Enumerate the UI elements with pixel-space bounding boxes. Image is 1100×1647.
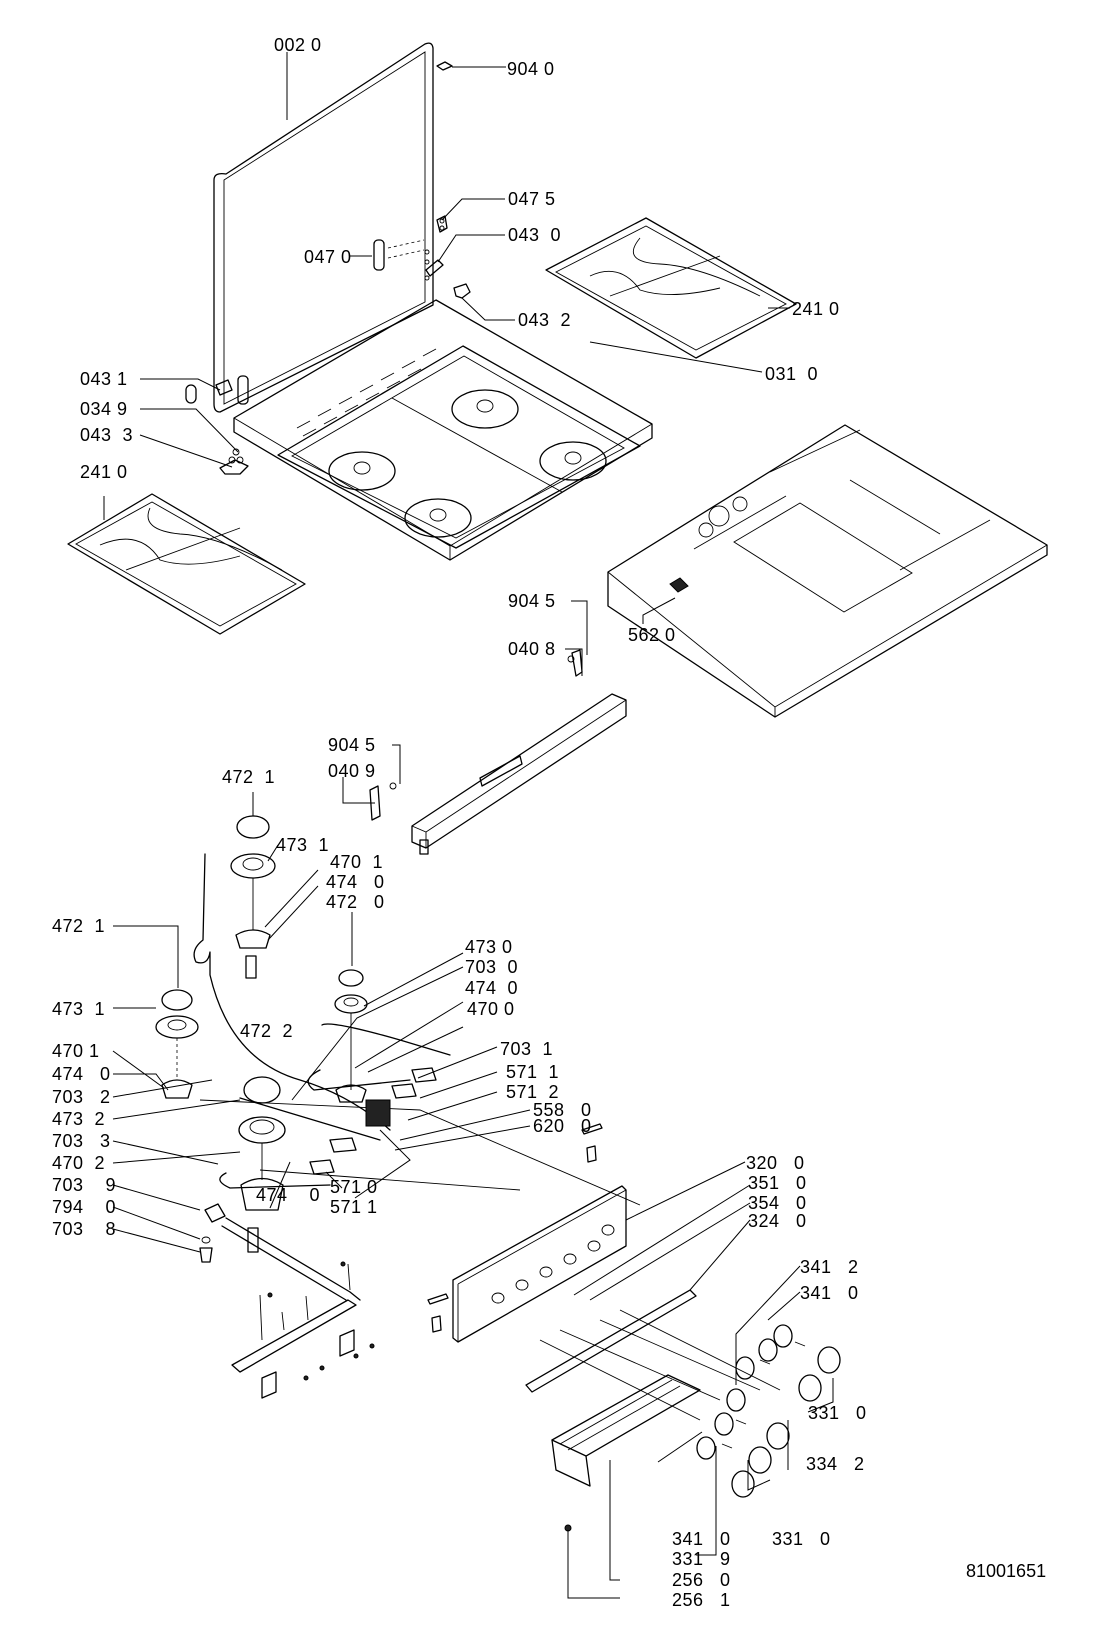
callout-904-5-upper: 904 5 (508, 591, 556, 611)
callout-331-0-right: 331 0 (808, 1403, 867, 1423)
hinge-parts (215, 61, 471, 475)
callout-040-9: 040 9 (328, 761, 376, 781)
burner-large (238, 1076, 286, 1253)
callout-256-1: 256 1 (672, 1590, 731, 1610)
callout-031-0: 031 0 (765, 364, 819, 384)
glass-lid (185, 42, 434, 413)
callout-703-0: 703 0 (465, 957, 519, 977)
callout-794-0: 794 0 (52, 1197, 117, 1217)
callout-002-0: 002 0 (274, 35, 322, 55)
callout-043-0: 043 0 (508, 225, 562, 245)
callout-341-0-right: 341 0 (800, 1283, 859, 1303)
callout-571-1-upper: 571 1 (506, 1062, 560, 1082)
cooktop-panel (233, 299, 653, 561)
callout-324-0: 324 0 (748, 1211, 807, 1231)
callout-331-0-lower: 331 0 (772, 1529, 831, 1549)
callout-703-9: 703 9 (52, 1175, 117, 1195)
callout-047-0: 047 0 (304, 247, 352, 267)
callout-620-0: 620 0 (533, 1116, 592, 1136)
callout-470-2: 470 2 (52, 1153, 106, 1173)
callout-474-0-upper: 474 0 (326, 872, 385, 892)
burner-rear-left (230, 815, 276, 979)
gas-pipes (193, 853, 641, 1301)
callout-043-1: 043 1 (80, 369, 128, 389)
callout-474-0-mid: 474 0 (465, 978, 519, 998)
callout-341-0-lower: 341 0 (672, 1529, 731, 1549)
callout-331-9: 331 9 (672, 1549, 731, 1569)
callout-473-2: 473 2 (52, 1109, 106, 1129)
callout-562-0: 562 0 (628, 625, 676, 645)
control-trim (525, 1289, 781, 1532)
pan-support-left (67, 493, 306, 635)
callout-571-1-lower: 571 1 (330, 1197, 378, 1217)
callout-473-1-upper: 473 1 (276, 835, 330, 855)
callout-904-0: 904 0 (507, 59, 555, 79)
callout-474-0-left: 474 0 (52, 1064, 111, 1084)
callout-472-1-left: 472 1 (52, 916, 106, 936)
callout-472-1-upper: 472 1 (222, 767, 276, 787)
callout-470-0: 470 0 (467, 999, 515, 1019)
callout-703-8: 703 8 (52, 1219, 117, 1239)
callout-334-2: 334 2 (806, 1454, 865, 1474)
callout-474-0-lower: 474 0 (256, 1185, 321, 1205)
callout-047-5: 047 5 (508, 189, 556, 209)
leader-lines (103, 52, 834, 1599)
callout-241-0-right: 241 0 (792, 299, 840, 319)
callout-558-0: 558 0 (533, 1100, 592, 1120)
callout-473-0: 473 0 (465, 937, 513, 957)
callout-354-0: 354 0 (748, 1193, 807, 1213)
callout-703-3: 703 3 (52, 1131, 111, 1151)
callout-470-1-upper: 470 1 (330, 852, 384, 872)
callout-241-0-left: 241 0 (80, 462, 128, 482)
callout-320-0: 320 0 (746, 1153, 805, 1173)
callout-351-0: 351 0 (748, 1173, 807, 1193)
callout-043-2: 043 2 (518, 310, 572, 330)
manifold-pipe (231, 1263, 357, 1399)
callout-040-8: 040 8 (508, 639, 556, 659)
callout-703-1: 703 1 (500, 1039, 554, 1059)
base-plate (607, 424, 1048, 718)
fasteners (267, 1123, 603, 1381)
callout-043-3: 043 3 (80, 425, 134, 445)
control-panel (452, 1185, 627, 1343)
callout-341-2: 341 2 (800, 1257, 859, 1277)
control-rail-bracket (369, 649, 627, 855)
callout-571-0: 571 0 (330, 1177, 378, 1197)
pan-support-right (545, 217, 797, 359)
burner-rear-right (334, 969, 368, 1103)
callout-703-2: 703 2 (52, 1087, 111, 1107)
callout-256-0: 256 0 (672, 1570, 731, 1590)
callout-571-2: 571 2 (506, 1082, 560, 1102)
callout-472-2: 472 2 (240, 1021, 294, 1041)
callout-472-0: 472 0 (326, 892, 385, 912)
callout-034-9: 034 9 (80, 399, 128, 419)
callout-470-1-left: 470 1 (52, 1041, 100, 1061)
callout-473-1-left: 473 1 (52, 999, 106, 1019)
callout-904-5-lower: 904 5 (328, 735, 376, 755)
drawing-number: 81001651 (966, 1561, 1047, 1581)
burner-front-left (155, 989, 199, 1099)
